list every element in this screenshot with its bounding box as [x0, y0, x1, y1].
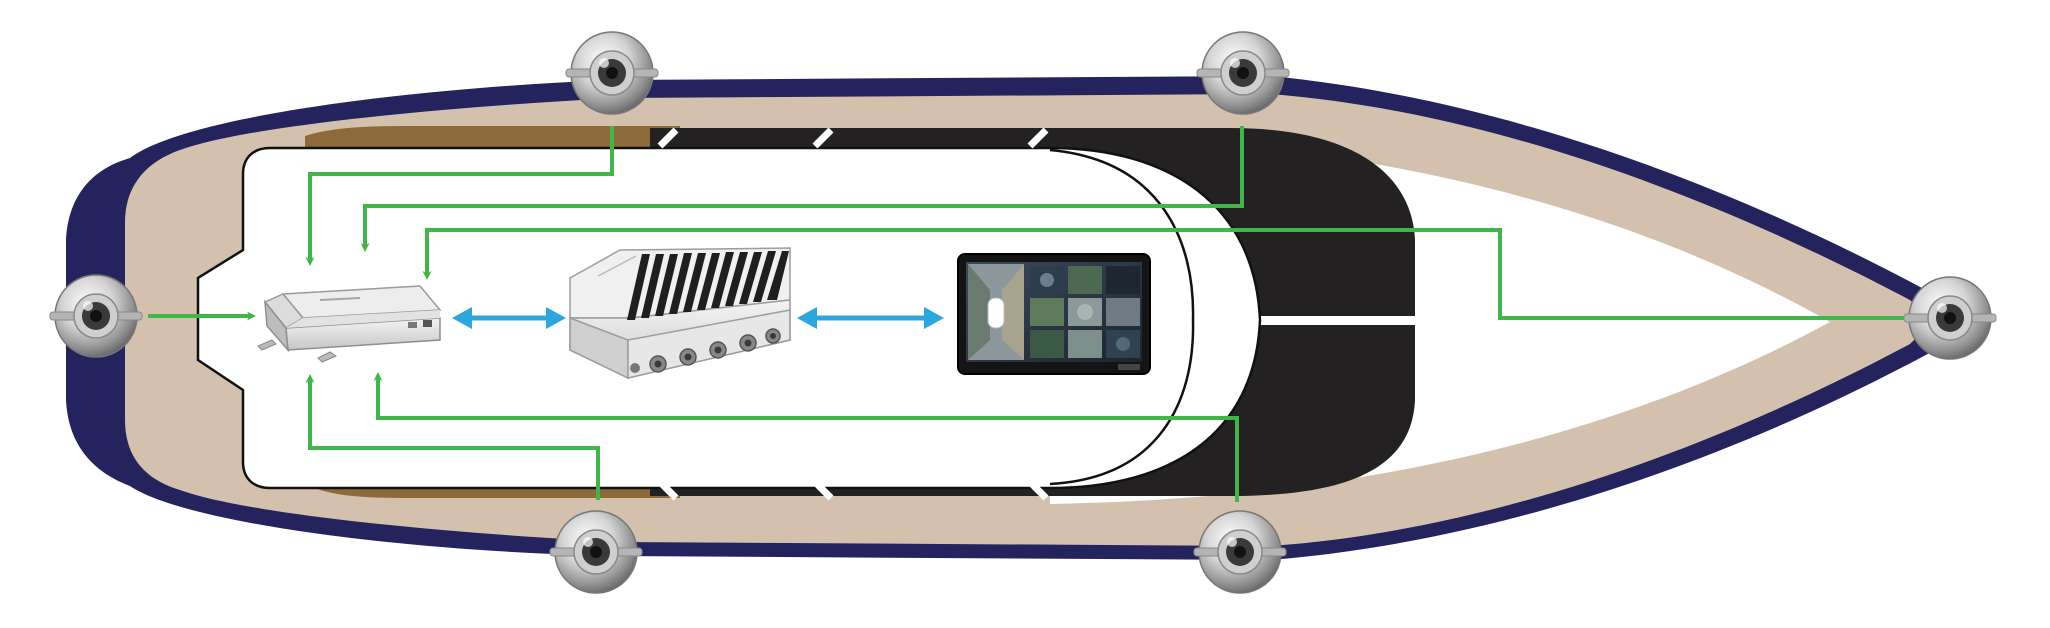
link-camera-top-right: [360, 126, 1244, 252]
link-hub-to-processor: [452, 307, 566, 329]
processor-connectors: [630, 328, 781, 373]
cabin-windshield-curve: [1049, 148, 1195, 486]
display-camera-tiles: [1030, 266, 1140, 358]
link-processor-to-display: [797, 307, 944, 329]
cabin-divider: [1255, 316, 1420, 325]
teak-strip-top: [305, 126, 680, 148]
mullion-top-3: [1027, 127, 1049, 149]
dome-camera-icon: [549, 510, 643, 594]
link-camera-bow: [422, 228, 1905, 320]
network-switch-icon: [257, 285, 442, 363]
dome-camera-icon: [1903, 276, 1997, 360]
link-camera-bottom-left: [305, 374, 600, 500]
processor-heatsink-fins: [627, 251, 789, 320]
video-processor-icon: [569, 247, 791, 380]
link-camera-bottom-right: [373, 372, 1239, 502]
mullion-top-2: [812, 127, 834, 149]
dome-camera-icon: [49, 274, 143, 358]
display-surround-view-tile: [968, 264, 1024, 360]
dome-camera-icon: [1196, 31, 1290, 115]
link-camera-top-left: [305, 126, 614, 266]
data-links: [452, 307, 944, 329]
video-links: [148, 126, 1905, 502]
mullion-bottom-3: [1027, 479, 1049, 501]
dome-camera-icon: [1193, 510, 1287, 594]
mullion-top-1: [657, 127, 679, 149]
mullion-bottom-2: [812, 479, 834, 501]
multifunction-display-icon: [957, 253, 1151, 375]
dome-camera-icon: [565, 31, 659, 115]
mullion-bottom-1: [657, 479, 679, 501]
